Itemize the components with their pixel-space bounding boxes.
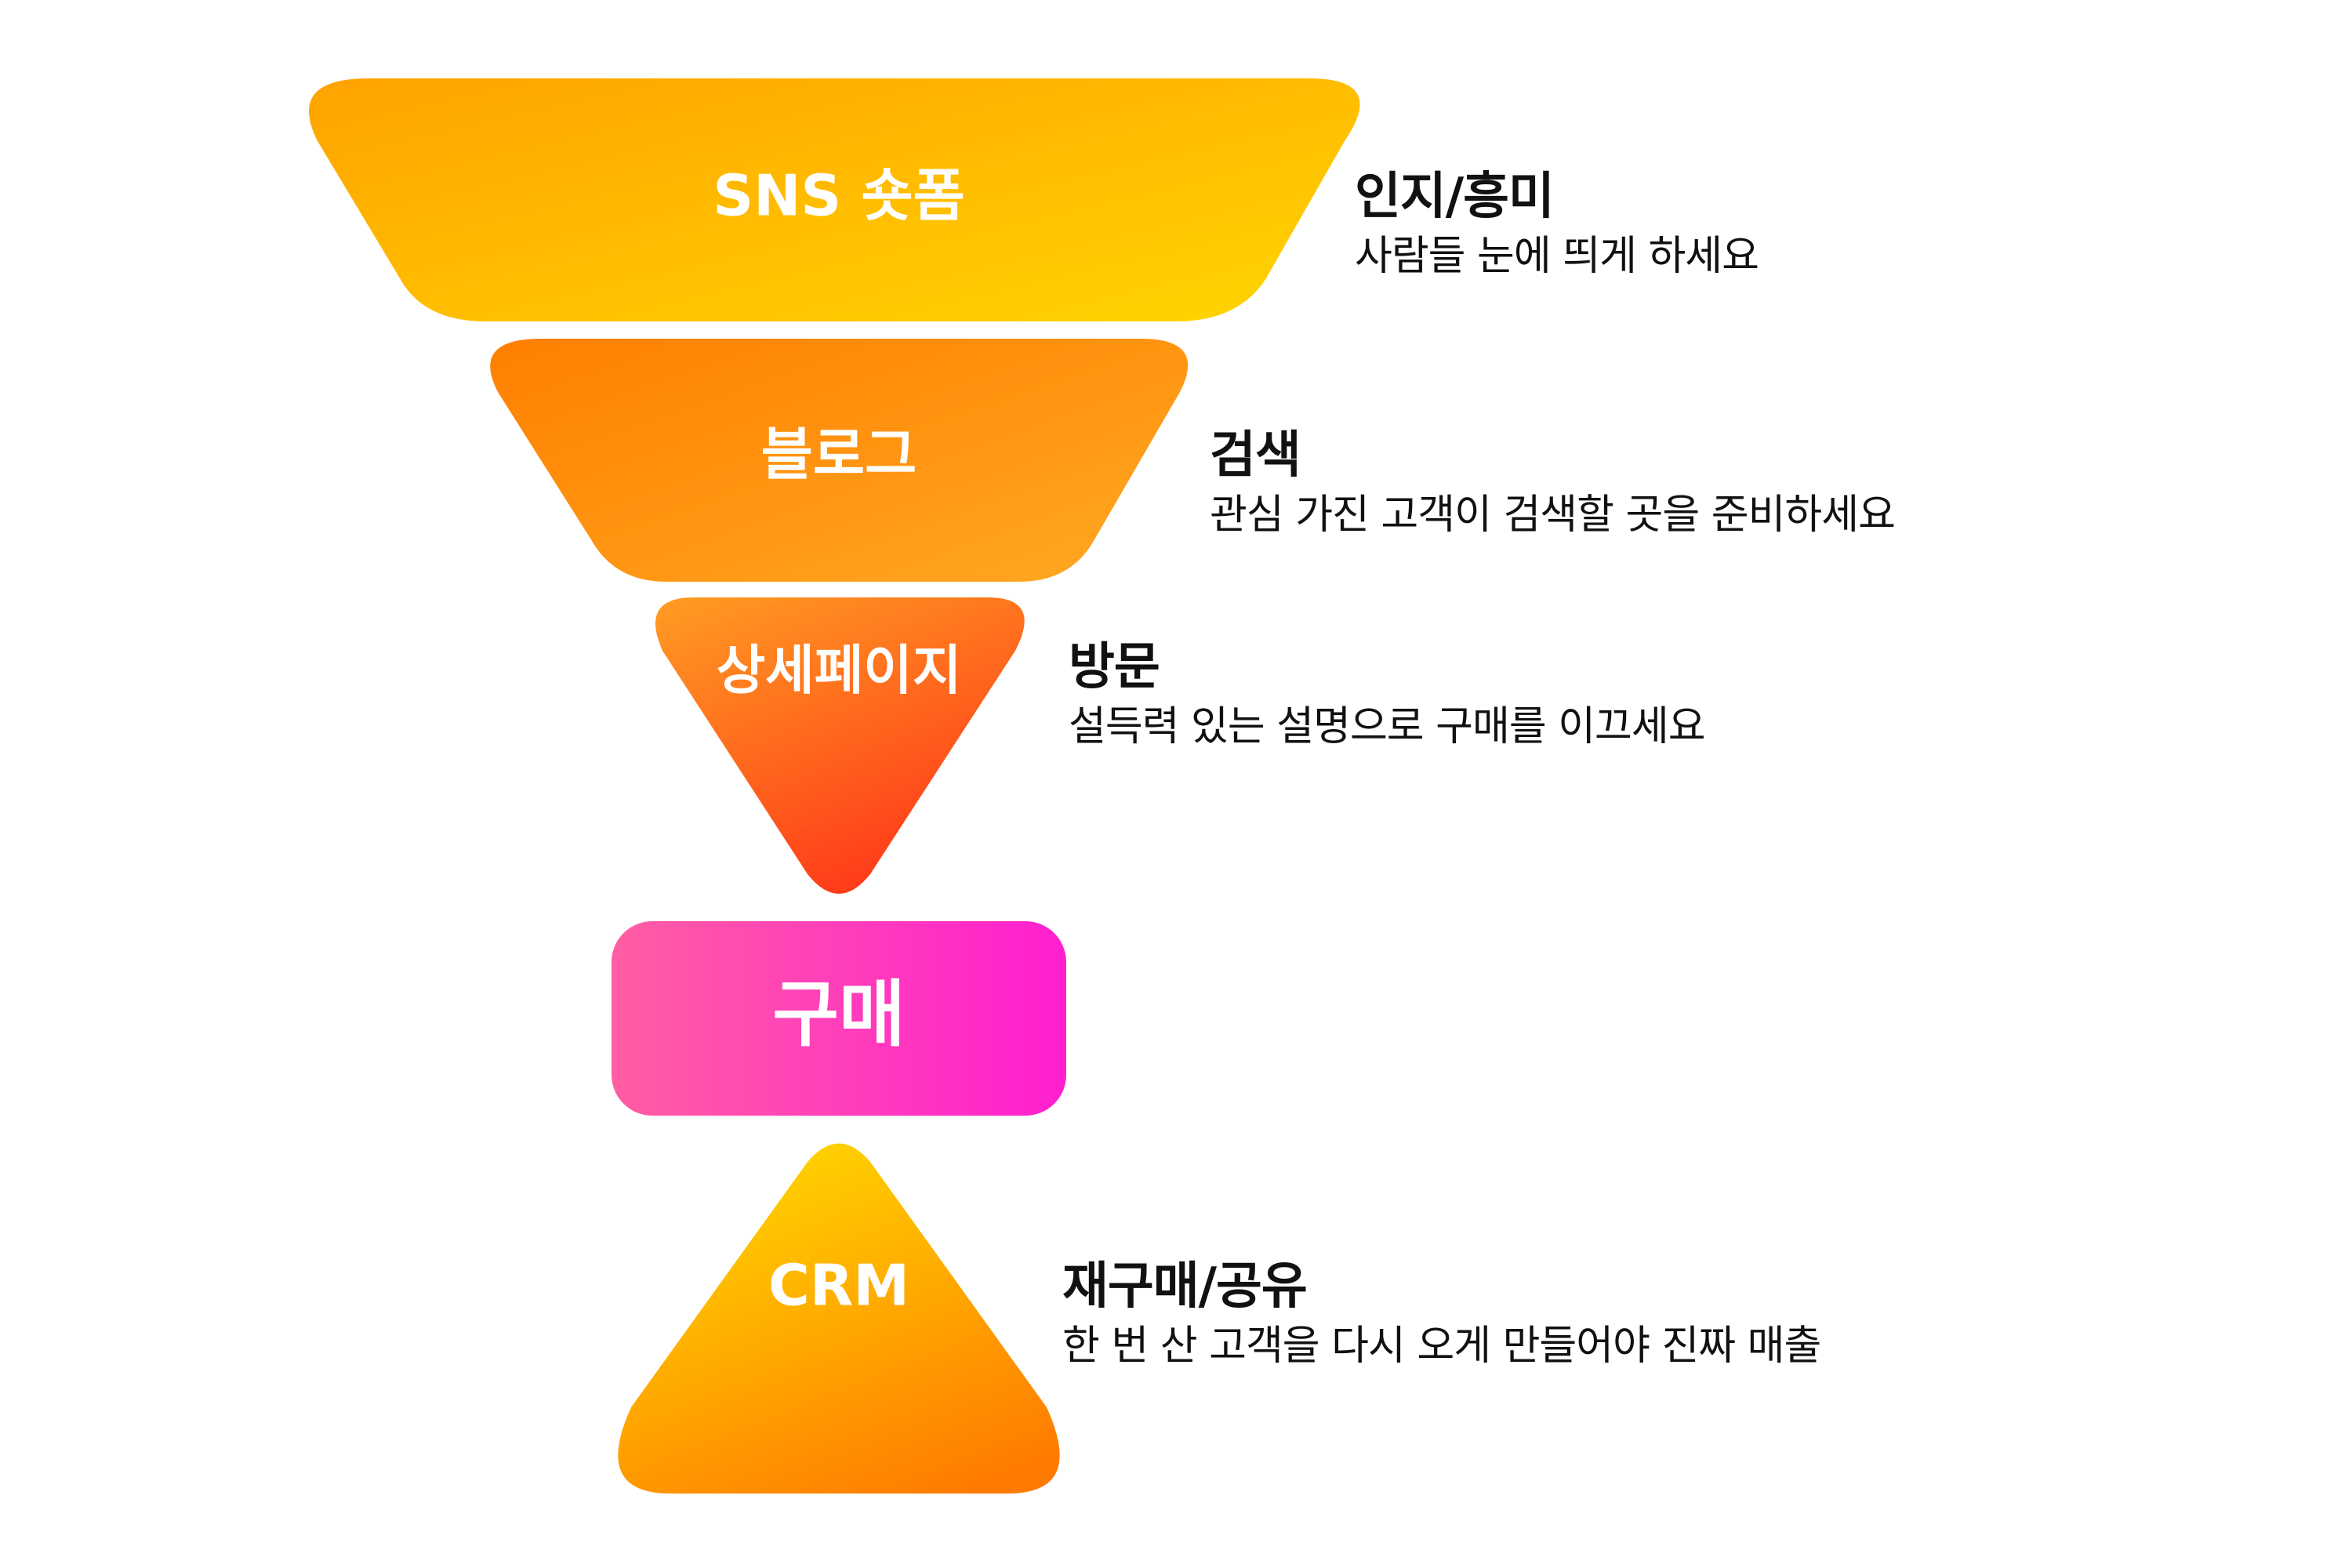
stage-crm-shape — [618, 1143, 1060, 1494]
stage-blog-caption: 검색 관심 가진 고객이 검색할 곳을 준비하세요 — [1210, 423, 1896, 543]
stage-sns-label: SNS 숏폼 — [713, 163, 965, 229]
stage-sns-title: 인지/흥미 — [1355, 168, 1555, 226]
stage-crm-description: 한 번 산 고객을 다시 오게 만들어야 진짜 매출 — [1062, 1323, 1821, 1370]
stage-purchase-label: 구매 — [772, 972, 905, 1056]
stage-detail-caption: 방문 설득력 있는 설명으로 구매를 이끄세요 — [1069, 635, 1706, 754]
stage-crm-label: CRM — [768, 1253, 909, 1319]
stage-detail-shape — [655, 597, 1025, 894]
stage-blog-title: 검색 — [1210, 426, 1301, 485]
stage-purchase-shape — [612, 921, 1066, 1116]
stage-blog-shape — [490, 339, 1189, 582]
stage-detail-title: 방문 — [1069, 638, 1160, 696]
stage-crm-title: 재구매/공유 — [1062, 1258, 1308, 1316]
stage-blog-description: 관심 가진 고객이 검색할 곳을 준비하세요 — [1210, 492, 1896, 539]
stage-sns-description: 사람들 눈에 띄게 하세요 — [1355, 233, 1759, 280]
stage-sns-caption: 인지/흥미 사람들 눈에 띄게 하세요 — [1355, 165, 1759, 284]
stage-detail-label: 상세페이지 — [717, 641, 962, 702]
stage-crm-caption: 재구매/공유 한 번 산 고객을 다시 오게 만들어야 진짜 매출 — [1062, 1254, 1821, 1374]
stage-blog-label: 블로그 — [761, 422, 917, 488]
stage-sns-shape — [308, 78, 1360, 321]
stage-detail-description: 설득력 있는 설명으로 구매를 이끄세요 — [1069, 703, 1706, 750]
